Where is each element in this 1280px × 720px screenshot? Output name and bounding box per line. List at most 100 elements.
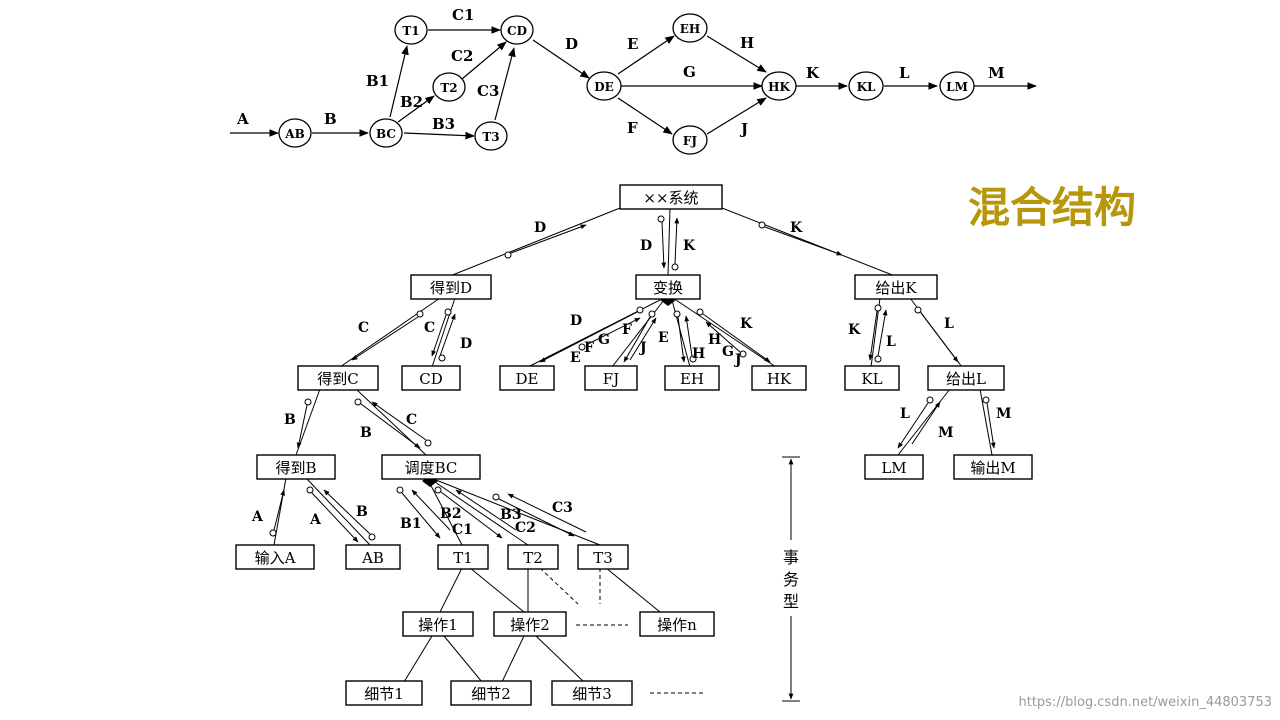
- graph-node-cd: CD: [500, 15, 534, 45]
- side-label-char-1: 事: [783, 548, 799, 567]
- link-tr-eh: [671, 299, 691, 368]
- link-op1-d1: [403, 635, 433, 683]
- module-transform: 变换: [635, 274, 701, 300]
- module-kl: KL: [844, 365, 900, 391]
- svg-text:操作2: 操作2: [510, 616, 550, 634]
- flow-label-g1: G: [598, 332, 610, 348]
- link-root-getd: [449, 207, 621, 277]
- edge-label-k: K: [806, 64, 820, 82]
- structure-tree: D D K K C C D D F G E F J E H H G J K K …: [235, 184, 1033, 706]
- graph-node-de: DE: [586, 71, 622, 101]
- edge-label-c2: C2: [451, 47, 473, 65]
- link-gl-lm: [897, 388, 951, 456]
- flow-label-l2: L: [944, 316, 954, 332]
- module-op1: 操作1: [402, 611, 474, 637]
- svg-text:LM: LM: [881, 459, 906, 477]
- flow-label-d4: D: [570, 313, 582, 329]
- svg-text:AB: AB: [361, 549, 384, 567]
- module-t1: T1: [437, 544, 489, 570]
- transaction-bracket: 事 务 型: [782, 456, 800, 702]
- link-op2-d3: [535, 635, 585, 683]
- module-detail1: 细节1: [345, 680, 423, 706]
- edge-label-e: E: [627, 35, 638, 53]
- svg-text:变换: 变换: [653, 279, 683, 297]
- side-label-char-2: 务: [783, 570, 799, 589]
- graph-node-t2: T2: [432, 72, 466, 102]
- svg-text:给出L: 给出L: [946, 370, 986, 388]
- flow-label-c2: C: [424, 320, 435, 336]
- module-give-l: 给出L: [927, 365, 1005, 391]
- flow-label-m1: M: [938, 425, 954, 441]
- flow-label-tb1: B1: [400, 516, 422, 532]
- edge-label-j: J: [739, 120, 748, 138]
- module-output-m: 输出M: [953, 454, 1033, 480]
- graph-node-hk: HK: [761, 71, 797, 101]
- flow-label-b2: B: [360, 425, 372, 441]
- flow-label-a1: A: [251, 509, 264, 525]
- svg-text:操作1: 操作1: [418, 616, 458, 634]
- svg-text:T2: T2: [523, 549, 543, 567]
- module-detail2: 细节2: [450, 680, 532, 706]
- graph-node-t3: T3: [474, 121, 508, 151]
- svg-text:EH: EH: [680, 370, 704, 388]
- link-t1-op2: [469, 567, 525, 613]
- module-get-d: 得到D: [410, 274, 492, 300]
- svg-text:HK: HK: [767, 370, 792, 388]
- svg-text:细节2: 细节2: [471, 685, 511, 703]
- flow-label-d1: D: [534, 220, 546, 236]
- watermark-text: https://blog.csdn.net/weixin_44803753: [1018, 695, 1272, 710]
- edge-label-b: B: [324, 110, 337, 128]
- module-hk: HK: [751, 365, 807, 391]
- top-flow-graph: A B B1 B2 B3 C1 C2 C3 D E F G H J K L M …: [230, 6, 1037, 155]
- graph-node-kl: KL: [848, 71, 884, 101]
- svg-text:操作n: 操作n: [657, 616, 697, 634]
- edge-j: [706, 97, 767, 135]
- module-opn: 操作n: [639, 611, 715, 637]
- svg-text:FJ: FJ: [603, 370, 619, 388]
- svg-text:××系统: ××系统: [643, 189, 698, 207]
- edge-b2: [397, 95, 435, 123]
- flow-label-j1: J: [638, 340, 647, 356]
- module-give-k: 给出K: [854, 274, 938, 300]
- module-root: ××系统: [619, 184, 723, 210]
- svg-text:输出M: 输出M: [970, 459, 1015, 477]
- graph-node-lm: LM: [939, 71, 975, 101]
- flow-label-d3: D: [460, 336, 472, 352]
- link-sched-t2: [431, 479, 529, 546]
- svg-text:输入A: 输入A: [255, 549, 296, 567]
- flow-label-tc2: C2: [515, 520, 536, 536]
- edge-label-l: L: [899, 64, 910, 82]
- side-label-char-3: 型: [783, 592, 799, 611]
- flow-label-h2: H: [708, 332, 721, 348]
- edge-label-c3: C3: [477, 82, 499, 100]
- svg-text:T3: T3: [482, 130, 499, 144]
- link-sched-t1: [427, 479, 463, 546]
- edge-label-b2: B2: [400, 93, 423, 111]
- flow-label-m2: M: [996, 406, 1012, 422]
- flow-label-b1: B: [284, 412, 296, 428]
- link-getb-ab: [305, 477, 371, 546]
- module-detail3: 细节3: [551, 680, 633, 706]
- svg-text:DE: DE: [594, 80, 614, 94]
- edge-c2: [461, 41, 507, 80]
- flow-label-g2: G: [722, 344, 734, 360]
- link-t2-dash: [539, 567, 579, 605]
- svg-text:细节1: 细节1: [364, 685, 404, 703]
- edge-c3: [494, 47, 516, 121]
- link-op2-d2: [501, 635, 525, 683]
- flow-arrows: [269, 215, 996, 543]
- flow-label-f2: F: [622, 322, 632, 338]
- module-eh: EH: [664, 365, 720, 391]
- module-lm: LM: [864, 454, 924, 480]
- edge-b3: [403, 131, 475, 140]
- edge-label-c1: C1: [452, 6, 474, 24]
- module-op2: 操作2: [493, 611, 567, 637]
- flow-label-j2: J: [733, 352, 742, 368]
- module-de: DE: [499, 365, 555, 391]
- module-get-b: 得到B: [256, 454, 336, 480]
- link-gl-outm: [979, 388, 993, 456]
- flow-label-k1: K: [683, 238, 696, 254]
- edge-label-b3: B3: [432, 115, 455, 133]
- flow-label-tb2: B2: [440, 506, 462, 522]
- flow-label-k2: K: [790, 220, 803, 236]
